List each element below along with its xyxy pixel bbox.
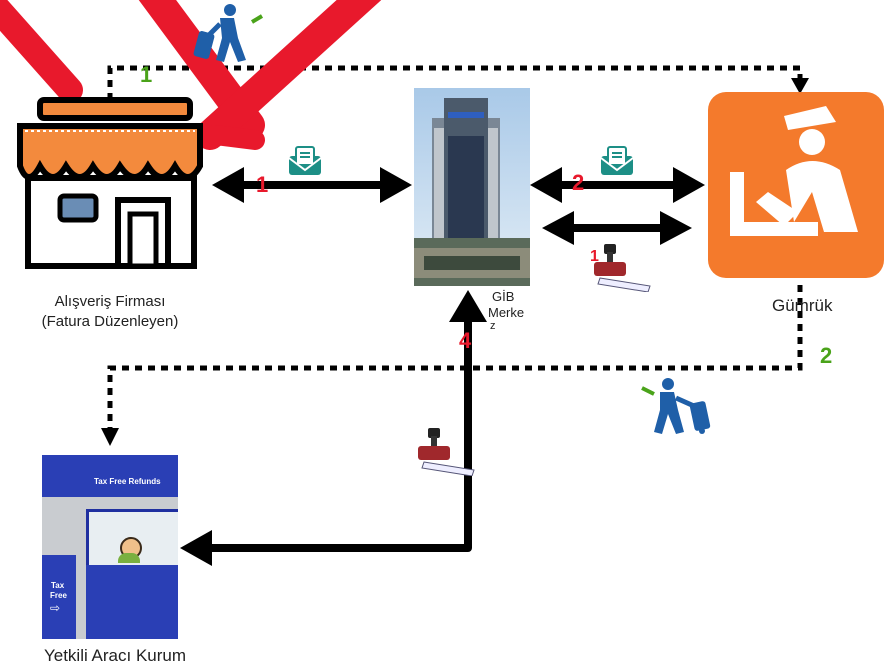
door-sign-free: Free (50, 591, 67, 600)
dotted-route-arrowhead-down (101, 428, 119, 446)
gib-label: GİB Merke z (482, 289, 525, 332)
customs-officer-icon (708, 92, 884, 278)
gib-line-2: Merke (488, 305, 525, 320)
step-number: 1 (256, 172, 269, 197)
envelope-icon (288, 146, 322, 175)
arrow-intermediary-gib (210, 318, 472, 552)
door-sign-tax: Tax (51, 581, 65, 590)
dotted-route-customs-to-intermediary (107, 285, 803, 428)
stamp-icon (418, 428, 475, 476)
shop-subtitle: (Fatura Düzenleyen) (41, 313, 179, 330)
clerk-body (118, 553, 140, 563)
shop-name: Alışveriş Firması (54, 293, 166, 310)
gib-line-3: z (490, 320, 496, 332)
intermediary-label: Yetkili Aracı Kurum (43, 646, 187, 665)
arrowhead-up-gib (449, 290, 487, 322)
office-door (42, 555, 76, 639)
envelope-icon (600, 146, 634, 175)
office-counter (86, 565, 178, 639)
shop-label: Alışveriş Firması (Fatura Düzenleyen) (14, 292, 206, 332)
traveler-icon (641, 378, 711, 434)
shop-icon (17, 97, 203, 269)
arrowhead-left-intermediary (180, 530, 212, 566)
step-number: 2 (820, 343, 833, 368)
step-number: 1 (140, 62, 153, 87)
arrow-gib-customs-top (530, 167, 705, 203)
dotted-route-shop-to-customs (107, 65, 803, 100)
step-number: 1 (590, 248, 599, 265)
step-number: 2 (572, 170, 585, 195)
tax-free-header-text: Tax Free Refunds (94, 477, 161, 486)
customs-label: Gümrük (772, 296, 833, 315)
dotted-route-arrowhead (791, 78, 809, 94)
stamp-icon (594, 244, 651, 292)
gib-line-1: GİB (492, 289, 515, 304)
tax-free-office-photo: Tax Free Refunds Tax Free ⇨ (42, 455, 178, 639)
building-photo (414, 88, 530, 286)
traveler-icon (193, 4, 264, 62)
tax-free-header-sign (42, 455, 178, 497)
step-number: 4 (459, 328, 472, 353)
door-sign-arrow: ⇨ (50, 601, 61, 615)
arrow-shop-gib (212, 167, 412, 203)
arrow-gib-customs-bottom (542, 211, 692, 245)
